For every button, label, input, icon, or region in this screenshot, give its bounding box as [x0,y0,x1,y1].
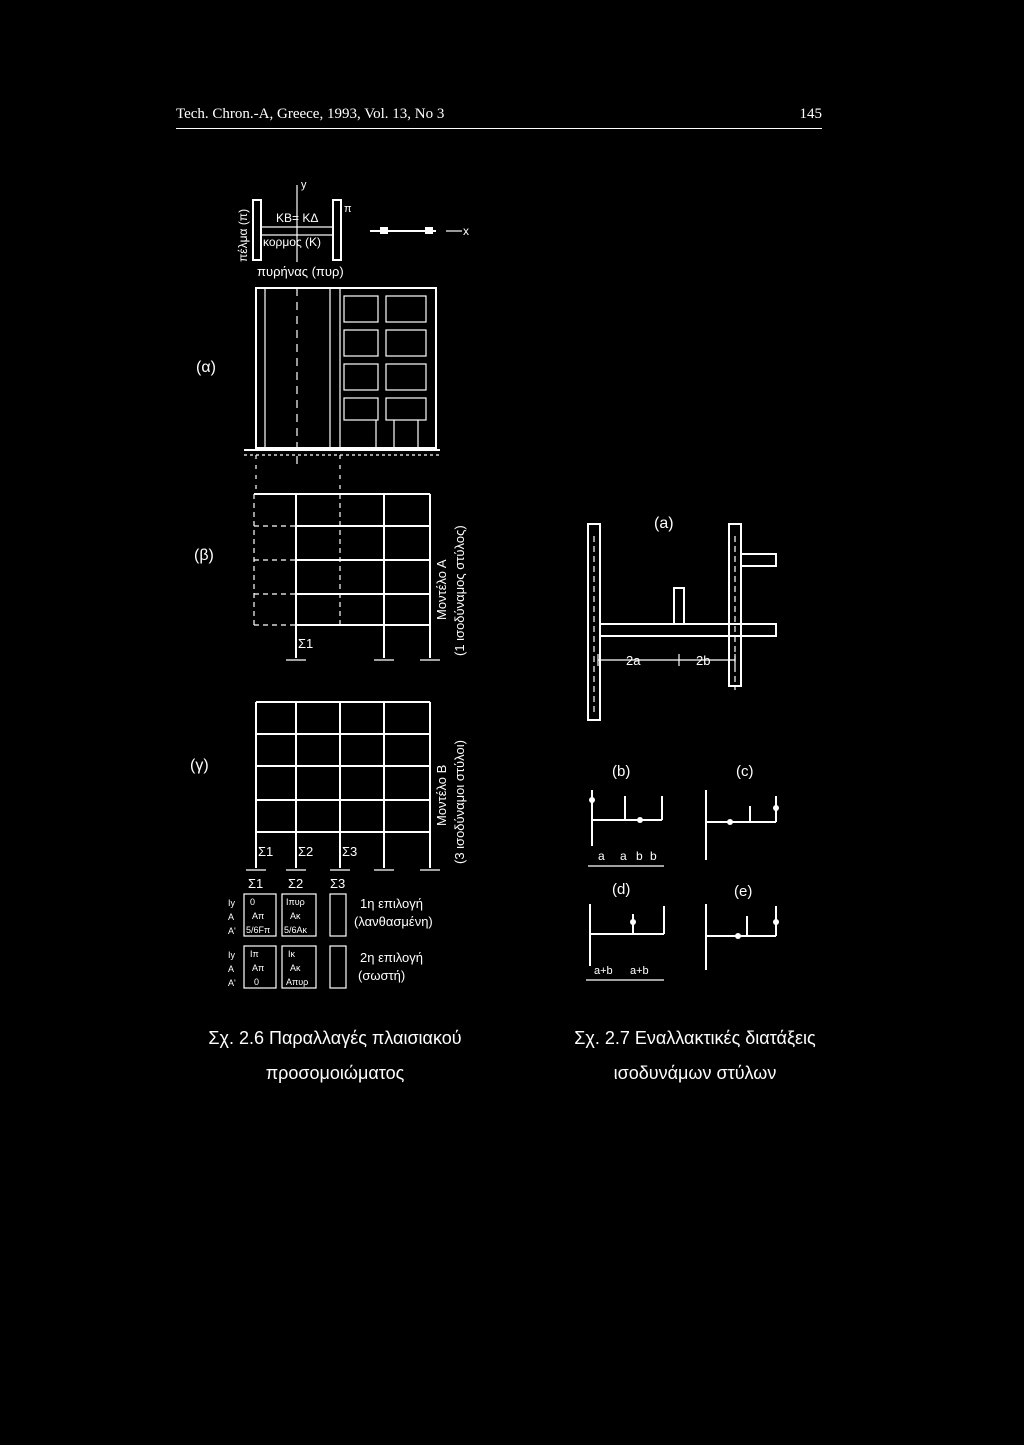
row1-s2-a-prime: 5/6Aκ [284,925,308,935]
choice2-note: (σωστή) [358,968,405,983]
caption-fig-2-7-line2: ισοδυνάμων στύλων [613,1062,777,1083]
fig26-part-b-model-a: (β) Σ1 Μοντέλο Α (1 ισοδύναμος στύλος) [194,493,467,661]
header-rule [176,128,822,129]
choice1: 1η επιλογή [360,896,423,911]
fig27-part-c: (c) [705,763,779,860]
fig27-part-e: (e) [705,883,779,970]
axis-x-label: x [463,224,469,238]
row2-label-iy: Iy [228,950,236,960]
dim-2b: 2b [696,653,710,668]
row2-cell-sigma1 [243,945,277,989]
row2-label-a: A [228,964,234,974]
row1-s2-iy: Iπυρ [286,897,305,907]
row2-s1-a: Aπ [252,963,264,973]
row2-s2-a-prime: Aπυρ [286,977,308,987]
caption-fig-2-7: Σχ. 2.7 Εναλλακτικές διατάξεις ισοδυνάμω… [550,1028,840,1083]
fig26-part-c-model-b: (γ) Σ1 Σ2 Σ3 Μοντέλο Β (3 ισοδύναμοι στύ… [190,701,467,871]
wall-left [587,523,601,721]
row1-s2-a: Aκ [290,911,301,921]
fig27-part-d: (d) a+b a+b [586,881,665,981]
model-b-column-1: Σ1 [258,844,273,859]
axis-y-label: y [301,179,307,191]
row1-cell-sigma1 [243,893,277,937]
table-header-1: Σ1 [248,876,263,891]
fig26-label-b: (β) [194,547,214,564]
fig26-label-a: (α) [196,359,216,376]
model-b-column-2: Σ2 [298,844,313,859]
row2-s2-iy: Iκ [288,949,296,959]
fig27-label-b: (b) [612,763,630,780]
fig26-part-a-elevation: (α) [196,287,440,490]
kormos-label: κορμος (Κ) [263,235,321,249]
table-header-2: Σ2 [288,876,303,891]
running-head: Tech. Chron.-A, Greece, 1993, Vol. 13, N… [176,106,445,122]
row1-cell-sigma2 [281,893,317,937]
row1-s1-a-prime: 5/6Fπ [246,925,270,935]
model-b-column-3: Σ3 [342,844,357,859]
caption-fig-2-6-line1: Σχ. 2.6 Παραλλαγές πλαισιακού [208,1028,462,1048]
dim-2a: 2a [626,653,641,668]
dim-d-2: a+b [630,965,649,977]
page-header: Tech. Chron.-A, Greece, 1993, Vol. 13, N… [176,106,822,136]
beam-node-1 [380,227,388,234]
row1-s1-a: Aπ [252,911,264,921]
upper-slab [740,553,777,567]
page-number: 145 [799,106,823,122]
fig27-label-a: (a) [654,515,674,532]
table-header-3: Σ3 [330,876,345,891]
fig27-label-e: (e) [734,883,752,900]
fig27-part-a: (a) 2a 2b [587,515,777,721]
fig26-label-c: (γ) [190,757,209,774]
caption-fig-2-7-line1: Σχ. 2.7 Εναλλακτικές διατάξεις [574,1028,816,1048]
caption-fig-2-6-line2: προσομοιώματος [265,1062,405,1083]
row2-cell-sigma3 [329,945,347,989]
row2-s2-a: Aκ [290,963,301,973]
row1-s1-iy: 0 [250,897,255,907]
dim-b-3: b [636,849,643,863]
pyrinas-label: πυρήνας (πυρ) [257,264,344,279]
dim-b-4: b [650,849,657,863]
dim-d-1: a+b [594,965,613,977]
slab [599,623,777,637]
row2-cell-sigma2 [281,945,317,989]
openings [343,295,427,448]
fig27-label-d: (d) [612,881,630,898]
dim-b-1: a [598,849,605,863]
row1-cell-sigma3 [329,893,347,937]
pi-mark: π [344,203,352,215]
model-a-title: Μοντέλο Α [434,559,449,620]
model-b-note: (3 ισοδύναμοι στύλοι) [452,740,467,864]
mid-pier [673,587,685,625]
fig27-label-c: (c) [736,763,754,780]
row2-s1-iy: Iπ [250,949,259,959]
frame-outline [255,287,437,449]
caption-fig-2-6: Σχ. 2.6 Παραλλαγές πλαισιακού προσομοιώμ… [190,1028,480,1083]
model-a-column-label: Σ1 [298,636,313,651]
choice2: 2η επιλογή [360,950,423,965]
model-b-title: Μοντέλο Β [434,765,449,826]
choices-table: Σ1 Σ2 Σ3 Iy A A' 0 Aπ 5/6Fπ Iπυρ Aκ 5/6A… [228,876,433,989]
fig26-part-a-plan: πέλμα (π) y ΚΒ= ΚΔ κορμος (Κ) π x πυρήνα… [236,179,469,279]
fig27-part-b: (b) a a b b [588,763,664,867]
row2-label-a-prime: A' [228,978,236,988]
row1-label-a-prime: A' [228,926,236,936]
pelma-label: πέλμα (π) [236,209,250,262]
kb-label: ΚΒ= ΚΔ [276,211,318,225]
choice1-note: (λανθασμένη) [354,914,433,929]
row1-label-a: A [228,912,234,922]
beam-node-2 [425,227,433,234]
row1-label-iy: Iy [228,898,236,908]
model-a-note: (1 ισοδύναμος στύλος) [452,525,467,656]
dim-b-2: a [620,849,627,863]
row2-s1-a-prime: 0 [254,977,259,987]
